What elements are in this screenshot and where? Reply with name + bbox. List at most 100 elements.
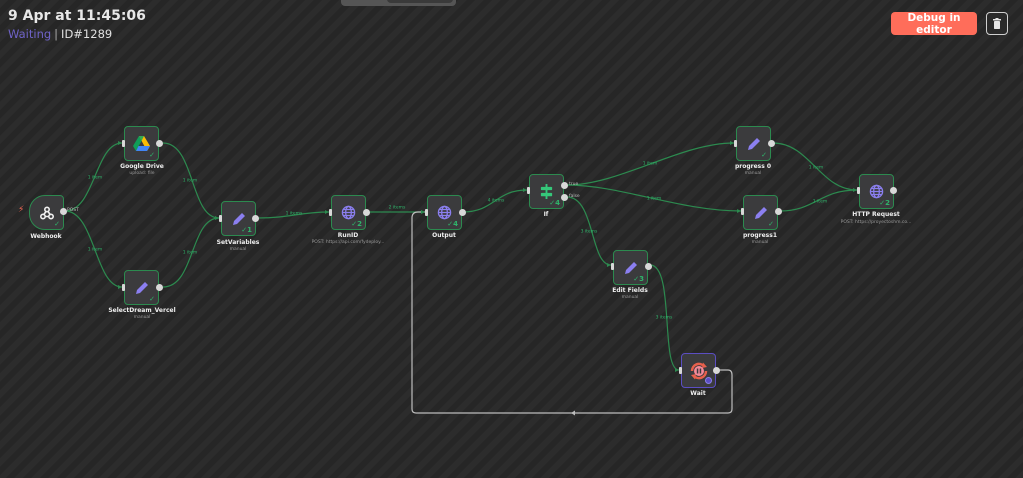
edge-label: 1 items bbox=[285, 211, 303, 217]
success-count-badge: ✓1 bbox=[241, 226, 252, 234]
output-port[interactable] bbox=[645, 263, 652, 270]
node-wait[interactable] bbox=[681, 353, 716, 388]
node-label: HTTP Request bbox=[852, 211, 900, 218]
node-subtitle: POST: https://api.com/fydeploy... bbox=[311, 240, 385, 245]
pencil-icon bbox=[747, 137, 760, 150]
edge-progress0-http bbox=[772, 142, 858, 191]
success-count-badge: ✓2 bbox=[879, 199, 890, 207]
edge-label: 2 items bbox=[388, 205, 406, 211]
output-port[interactable] bbox=[890, 187, 897, 194]
output-port-false[interactable] bbox=[561, 194, 568, 201]
node-webhook[interactable]: ✓ bbox=[29, 195, 64, 230]
node-if[interactable]: ✓4 bbox=[529, 174, 564, 209]
input-port[interactable] bbox=[219, 215, 222, 222]
success-count-badge: ✓4 bbox=[549, 199, 560, 207]
edge-label: 1 item bbox=[808, 165, 824, 171]
pencil-icon bbox=[232, 212, 245, 225]
node-subtitle: upload: file bbox=[129, 171, 155, 176]
node-setvariables[interactable]: ✓1 bbox=[221, 201, 256, 236]
edge-gdrive-setvars bbox=[162, 142, 220, 219]
node-subtitle: manual bbox=[744, 171, 762, 176]
output-port[interactable] bbox=[713, 367, 720, 374]
output-port[interactable] bbox=[156, 284, 163, 291]
node-runid[interactable]: ✓2 bbox=[331, 195, 366, 230]
edge-label: 1 item bbox=[182, 178, 198, 184]
view-toggle[interactable] bbox=[341, 0, 456, 6]
success-check-icon: ✓ bbox=[149, 295, 155, 303]
node-label: SetVariables bbox=[216, 239, 260, 246]
node-google-drive[interactable]: ✓ bbox=[124, 126, 159, 161]
node-label: SelectDream_Vercel bbox=[108, 307, 176, 314]
input-port[interactable] bbox=[679, 367, 682, 374]
input-port[interactable] bbox=[425, 209, 428, 216]
edge-edit-wait bbox=[649, 264, 680, 371]
node-edit-fields[interactable]: ✓3 bbox=[613, 250, 648, 285]
edge-label: 3 items bbox=[655, 315, 673, 321]
pencil-icon bbox=[135, 281, 148, 294]
port-label-false: false bbox=[569, 194, 580, 199]
success-check-icon: ✓ bbox=[768, 220, 774, 228]
edge-label: 1 item bbox=[812, 199, 828, 205]
input-port[interactable] bbox=[734, 140, 737, 147]
edge-progress1-http bbox=[779, 189, 858, 212]
node-label: Output bbox=[432, 232, 456, 239]
edge-label: 4 items bbox=[487, 198, 505, 204]
input-port[interactable] bbox=[329, 209, 332, 216]
input-port[interactable] bbox=[527, 187, 530, 194]
globe-icon bbox=[869, 184, 884, 199]
debug-in-editor-button[interactable]: Debug in editor bbox=[891, 12, 977, 36]
edge-webhook-select bbox=[64, 210, 123, 288]
port-label-true: true bbox=[569, 182, 579, 187]
node-progress1[interactable]: ✓ bbox=[743, 195, 778, 230]
output-port[interactable] bbox=[459, 209, 466, 216]
node-subtitle: POST: https://proyectoshm.co... bbox=[840, 220, 912, 225]
edge-webhook-gdrive bbox=[64, 142, 123, 212]
success-check-icon: ✓ bbox=[761, 151, 767, 159]
node-subtitle: manual bbox=[229, 247, 247, 252]
node-http-request[interactable]: ✓2 bbox=[859, 174, 894, 209]
node-progress-0[interactable]: ✓ bbox=[736, 126, 771, 161]
input-port[interactable] bbox=[857, 187, 860, 194]
node-label: RunID bbox=[337, 232, 359, 239]
output-port[interactable] bbox=[363, 209, 370, 216]
input-port[interactable] bbox=[122, 140, 125, 147]
edge-if-edit bbox=[566, 196, 612, 266]
output-port[interactable] bbox=[60, 208, 67, 215]
delete-execution-button[interactable] bbox=[986, 12, 1008, 35]
edge-label: 1 item bbox=[87, 247, 103, 253]
node-output[interactable]: ✓4 bbox=[427, 195, 462, 230]
input-port[interactable] bbox=[122, 284, 125, 291]
loop-arrow-icon bbox=[571, 410, 575, 416]
output-port[interactable] bbox=[156, 140, 163, 147]
output-port[interactable] bbox=[775, 208, 782, 215]
edge-if-progress0 bbox=[566, 142, 735, 186]
node-label: Webhook bbox=[30, 233, 62, 240]
trash-icon bbox=[993, 18, 1001, 29]
input-port[interactable] bbox=[741, 208, 744, 215]
node-selectdream-vercel[interactable]: ✓ bbox=[124, 270, 159, 305]
edge-label: 3 items bbox=[580, 229, 598, 235]
output-port-true[interactable] bbox=[561, 182, 568, 189]
globe-icon bbox=[437, 205, 452, 220]
edge-setvars-runid bbox=[257, 211, 330, 219]
edge-output-if bbox=[461, 189, 528, 213]
success-check-icon: ✓ bbox=[149, 151, 155, 159]
trigger-bolt-icon: ⚡ bbox=[18, 205, 25, 215]
output-port[interactable] bbox=[768, 140, 775, 147]
output-port[interactable] bbox=[252, 215, 259, 222]
google-drive-icon bbox=[133, 136, 150, 151]
node-label: Wait bbox=[690, 390, 706, 397]
separator: | bbox=[54, 27, 59, 41]
webhook-icon bbox=[39, 205, 54, 220]
input-port[interactable] bbox=[611, 263, 614, 270]
node-label: Edit Fields bbox=[612, 287, 648, 294]
success-count-badge: ✓4 bbox=[447, 220, 458, 228]
node-label: progress1 bbox=[742, 232, 778, 239]
node-subtitle: manual bbox=[621, 295, 639, 300]
execution-id: ID#1289 bbox=[61, 27, 113, 41]
edge-label: 1 item bbox=[642, 161, 658, 167]
waiting-indicator bbox=[705, 377, 712, 384]
view-toggle-active[interactable] bbox=[387, 0, 453, 3]
success-count-badge: ✓3 bbox=[633, 275, 644, 283]
